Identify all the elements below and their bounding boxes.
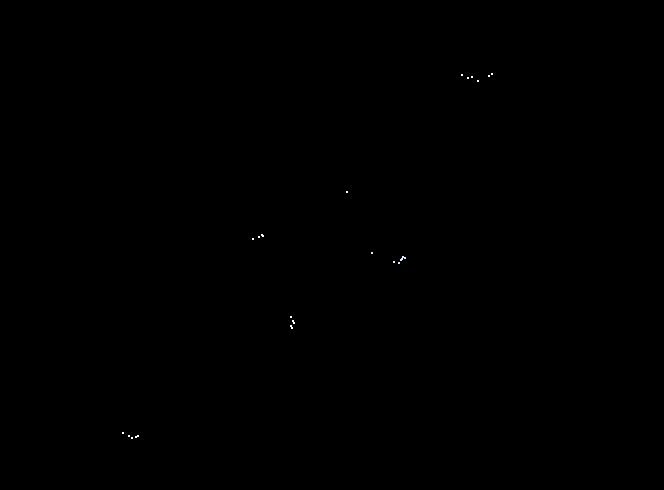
star-speck <box>393 261 395 263</box>
star-speck <box>262 235 264 237</box>
star-speck <box>401 258 403 260</box>
star-speck <box>346 191 348 193</box>
star-speck <box>135 436 137 438</box>
star-speck <box>398 262 400 264</box>
star-speck <box>293 322 295 324</box>
star-speck <box>258 236 260 238</box>
star-speck <box>290 325 292 327</box>
star-speck <box>488 75 490 77</box>
star-speck <box>131 437 133 439</box>
star-speck <box>404 257 406 259</box>
star-speck <box>477 80 479 82</box>
star-speck <box>291 327 293 329</box>
star-speck <box>371 252 373 254</box>
star-speck <box>137 435 139 437</box>
star-speck <box>467 77 469 79</box>
star-speck <box>128 435 130 437</box>
star-speck <box>461 74 463 76</box>
star-speck <box>122 432 124 434</box>
star-speck <box>491 73 493 75</box>
star-speck <box>290 316 292 318</box>
star-speck <box>471 76 473 78</box>
star-speck <box>252 238 254 240</box>
star-speck <box>400 259 402 261</box>
star-speck <box>292 320 294 322</box>
star-speck <box>402 256 404 258</box>
